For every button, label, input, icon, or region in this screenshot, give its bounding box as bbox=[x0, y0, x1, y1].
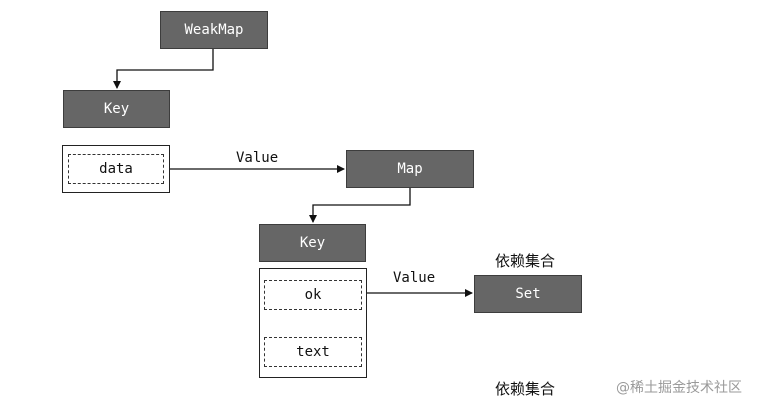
weakmap-label: WeakMap bbox=[184, 22, 244, 38]
data-key-cell: data bbox=[68, 154, 164, 184]
watermark-text: @稀土掘金技术社区 bbox=[616, 380, 742, 396]
map-label: Map bbox=[397, 161, 423, 177]
value-edge-label-2: Value bbox=[393, 270, 436, 286]
connector-map-to-key bbox=[309, 187, 411, 223]
key-node-top: Key bbox=[63, 90, 170, 128]
dependency-set-label-1: 依赖集合 bbox=[495, 252, 556, 270]
key-container-top: data bbox=[62, 145, 170, 193]
ok-key-label: ok bbox=[304, 287, 322, 303]
data-key-label: data bbox=[99, 161, 133, 177]
dependency-set-label-2: 依赖集合 bbox=[495, 380, 556, 398]
connector-weakmap-to-key bbox=[113, 49, 214, 89]
value-edge-label-1: Value bbox=[236, 150, 279, 166]
key-label-mid: Key bbox=[299, 235, 326, 251]
text-key-cell: text bbox=[264, 337, 362, 367]
map-node: Map bbox=[346, 150, 474, 188]
text-key-label: text bbox=[296, 344, 330, 360]
key-container-mid: ok text bbox=[259, 268, 367, 378]
set-label: Set bbox=[515, 286, 541, 302]
key-node-mid: Key bbox=[259, 224, 366, 262]
key-label-top: Key bbox=[103, 101, 130, 117]
set-node: Set bbox=[474, 275, 582, 313]
ok-key-cell: ok bbox=[264, 280, 362, 310]
weakmap-node: WeakMap bbox=[160, 11, 268, 49]
